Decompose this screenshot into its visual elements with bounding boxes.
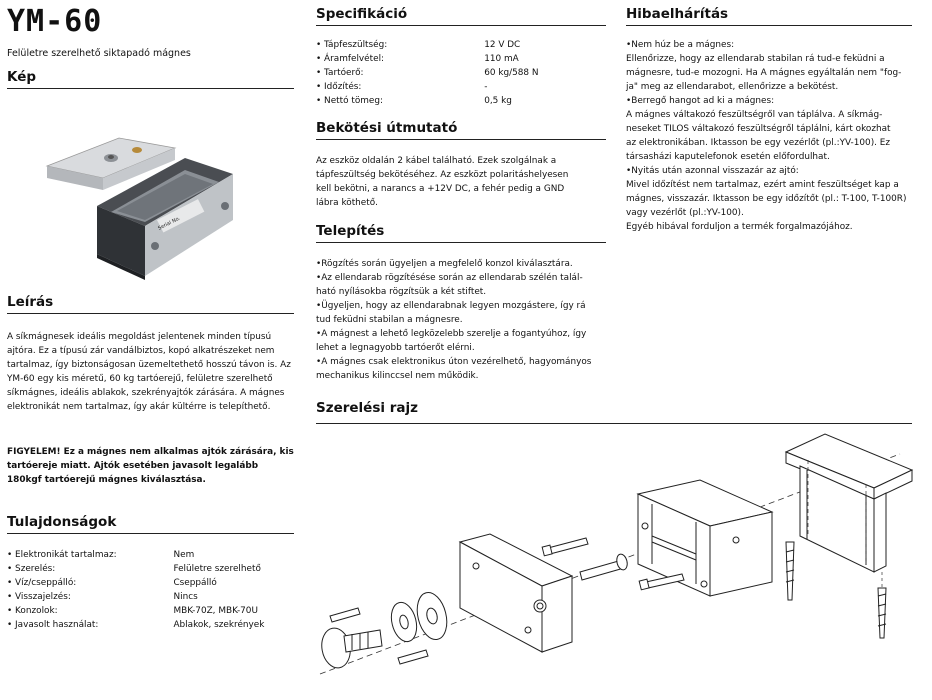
product-photo: Serial No. [45,137,233,280]
bekotesi-heading: Bekötési útmutató [316,120,606,140]
table-row: • Tápfeszültség: 12 V DC [316,38,606,52]
list-item: •Berregő hangot ad ki a mágnes: [626,96,775,106]
spec-key: • Tápfeszültség: [316,40,388,50]
spec-key: • Nettó tömeg: [316,96,384,106]
armature-plate-icon [458,533,574,653]
table-row: • Szerelés: Felületre szerelhető [7,562,294,576]
list-item: Mivel időzítést nem tartalmaz, ezért ami… [626,180,899,190]
table-row: • Elektronikát tartalmaz: Nem [7,548,294,562]
spec-value: - [484,82,488,92]
telepites-list: •Rögzítés során ügyeljen a megfelelő kon… [316,257,606,383]
table-row: • Áramfelvétel: 110 mA [316,52,606,66]
prop-key: • Visszajelzés: [7,592,71,602]
list-item: lehet a legnagyobb tartóerőt elérni. [316,343,475,353]
wood-screw-icon [785,541,887,639]
hibaelharitas-list: •Nem húz be a mágnes: Ellenőrizze, hogy … [626,38,912,234]
list-item: tud feküdni stabilan a mágnesre. [316,315,463,325]
washer-icon [390,591,448,643]
tulajdonsagok-heading: Tulajdonságok [7,514,294,534]
table-row: • Visszajelzés: Nincs [7,590,294,604]
spec-value: 0,5 kg [484,96,512,106]
list-item: •Nyitás után azonnal visszazár az ajtó: [626,166,799,176]
list-item: ja" meg az ellendarabot, ellenőrizze a b… [626,82,839,92]
kep-heading: Kép [7,69,294,89]
list-item: az elektronikában. Iktasson be egy vezér… [626,138,891,148]
spec-value: 12 V DC [484,40,521,50]
spec-value: 110 mA [484,54,519,64]
prop-value: Nincs [173,592,198,602]
list-item: ható nyílásokba rögzítsük a két stiftet. [316,287,487,297]
szerelesi-heading: Szerelési rajz [316,400,418,416]
table-row: • Időzítés: - [316,80,606,94]
list-item: •Nem húz be a mágnes: [626,40,735,50]
list-item: •Ügyeljen, hogy az ellendarabnak legyen … [316,301,586,311]
spec-table: • Tápfeszültség: 12 V DC • Áramfelvétel: 1… [316,38,606,108]
spec-value: 60 kg/588 N [484,68,539,78]
assembly-drawing [319,433,914,675]
table-row: • Javasolt használat: Ablakok, szekrények [7,618,294,632]
warning-text: FIGYELEM! Ez a mágnes nem alkalmas ajtók… [7,447,294,485]
list-item: neseket TILOS váltakozó feszültségről tá… [626,124,891,134]
prop-key: • Szerelés: [7,564,56,574]
list-item: mágnesre, tud-e mozogni. Ha A mágnes egy… [626,68,902,78]
list-item: vagy vezérlőt (pl.:YV-100). [626,208,744,218]
list-item: Ellenőrizze, hogy az ellendarab stabilan… [626,54,885,64]
prop-value: Nem [173,550,195,560]
prop-key: • Javasolt használat: [7,620,99,630]
screw-icon [541,537,685,591]
dowel-icon [329,607,429,665]
list-item: Egyéb hibával forduljon a termék forgalm… [626,222,853,232]
list-item: mágnes, visszazár. Iktasson be egy időzí… [626,194,907,204]
leiras-text: A síkmágnesek ideális megoldást jelenten… [7,332,291,412]
prop-value: Felületre szerelhető [173,564,261,574]
prop-value: Cseppálló [173,578,217,588]
list-item: A mágnes váltakozó feszültségről van táp… [626,110,883,120]
prop-value: Ablakok, szekrények [173,620,265,630]
table-row: • Konzolok: MBK-70Z, MBK-70U [7,604,294,618]
prop-key: • Víz/cseppálló: [7,578,77,588]
prop-key: • Konzolok: [7,606,58,616]
spec-key: • Időzítés: [316,82,362,92]
list-item: •A mágnest a lehető legközelebb szerelje… [316,329,587,339]
list-item: társasházi kaputelefonok esetén előfordu… [626,152,830,162]
section-divider [316,423,912,424]
table-row: • Víz/cseppálló: Cseppálló [7,576,294,590]
page-title: YM-60 [7,4,103,39]
prop-value: MBK-70Z, MBK-70U [173,606,258,616]
bekotesi-text: Az eszköz oldalán 2 kábel található. Eze… [316,156,569,208]
spec-key: • Áramfelvétel: [316,54,385,64]
list-item: •Az ellendarab rögzítésése során az elle… [316,273,583,283]
magnet-body-icon [636,479,774,597]
properties-table: • Elektronikát tartalmaz: Nem • Szerelés:… [7,548,294,632]
bolt-icon [321,627,383,669]
table-row: • Nettó tömeg: 0,5 kg [316,94,606,108]
hibaelharitas-heading: Hibaelhárítás [626,6,912,26]
subtitle: Felületre szerelhető siktapadó mágnes [7,48,191,59]
specifikacio-heading: Specifikáció [316,6,606,26]
leiras-heading: Leírás [7,294,294,314]
table-row: • Tartóerő: 60 kg/588 N [316,66,606,80]
prop-key: • Elektronikát tartalmaz: [7,550,117,560]
telepites-heading: Telepítés [316,223,606,243]
list-item: mechanikus kilinccsel nem működik. [316,371,479,381]
left-column: YM-60 Felületre szerelhető siktapadó mág… [7,0,294,630]
bracket-icon [784,433,914,573]
spec-key: • Tartóerő: [316,68,364,78]
list-item: •A mágnes csak elektronikus úton vezérel… [316,357,592,367]
list-item: •Rögzítés során ügyeljen a megfelelő kon… [316,259,573,269]
